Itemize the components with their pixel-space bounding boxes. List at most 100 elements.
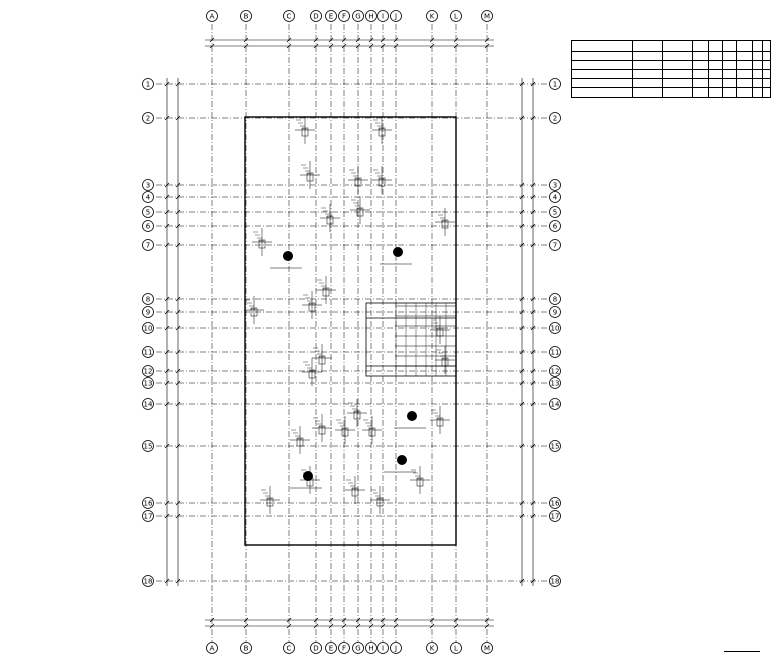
- column-grid-label: L: [454, 13, 458, 21]
- row-grid-bubble: 16: [549, 497, 561, 509]
- row-grid-bubble: 12: [549, 365, 561, 377]
- column-grid-label: H: [368, 13, 373, 21]
- row-grid-bubble: 11: [549, 346, 561, 358]
- dimension-lines: [164, 37, 536, 629]
- column-grid-bubble: K: [426, 642, 438, 654]
- column-grid-label: E: [329, 645, 333, 653]
- legend-table-column-line: [692, 41, 693, 97]
- row-grid-label: 7: [146, 242, 150, 250]
- column-grid-label: C: [287, 645, 292, 653]
- column-grid-label: J: [394, 13, 397, 21]
- row-grid-label: 2: [146, 115, 150, 123]
- legend-table-column-line: [722, 41, 723, 97]
- legend-table-row-line: [572, 78, 770, 79]
- rebar-detail: [302, 291, 322, 319]
- building-outline: [244, 116, 457, 546]
- rebar-detail: [302, 358, 322, 386]
- row-grid-label: 8: [553, 296, 557, 304]
- row-grid-label: 3: [553, 182, 557, 190]
- rebar-detail: [372, 116, 392, 144]
- row-grid-bubble: 18: [142, 575, 154, 587]
- rebar-detail: [335, 416, 355, 444]
- column-grid-label: J: [394, 645, 397, 653]
- row-grid-label: 9: [553, 309, 557, 317]
- row-grid-bubble: 16: [142, 497, 154, 509]
- rebar-detail: [348, 166, 368, 194]
- row-grid-bubble: 5: [142, 206, 154, 218]
- column-grid-label: B: [244, 645, 249, 653]
- row-grid-label: 11: [144, 349, 153, 357]
- rebar-detail: [370, 486, 390, 514]
- rebar-detail: [252, 228, 272, 256]
- column-marker: [407, 411, 417, 421]
- rebar-detail: [295, 116, 315, 144]
- row-grid-bubble: 4: [549, 191, 561, 203]
- column-grid-bubble: D: [310, 10, 322, 22]
- column-grid-label: B: [244, 13, 249, 21]
- row-grid-bubble: 6: [142, 220, 154, 232]
- row-grid-bubble: 6: [549, 220, 561, 232]
- row-grid-bubble: 7: [549, 239, 561, 251]
- row-grid-label: 18: [144, 578, 153, 586]
- row-grid-label: 2: [553, 115, 557, 123]
- row-grid-bubble: 8: [142, 293, 154, 305]
- row-grid-bubble: 5: [549, 206, 561, 218]
- rebar-detail: [244, 296, 264, 324]
- column-grid-bubble: J: [390, 642, 402, 654]
- legend-table-column-line: [632, 41, 633, 97]
- column-grid-label: F: [342, 645, 346, 653]
- row-grid-bubble: 13: [549, 377, 561, 389]
- column-grid-bubble: C: [283, 10, 295, 22]
- column-grid-bubble: K: [426, 10, 438, 22]
- row-grid-bubble: 10: [142, 322, 154, 334]
- row-grid-label: 18: [551, 578, 560, 586]
- legend-table-column-line: [752, 41, 753, 97]
- row-grid-bubble: 4: [142, 191, 154, 203]
- rebar-detail: [320, 204, 340, 232]
- rebar-detail: [312, 344, 332, 372]
- column-grid-bubble: C: [283, 642, 295, 654]
- row-grid-bubble: 10: [549, 322, 561, 334]
- row-grid-bubble: 14: [549, 398, 561, 410]
- row-grid-label: 13: [551, 380, 560, 388]
- rebar-detail: [362, 416, 382, 444]
- column-grid-bubble: H: [365, 642, 377, 654]
- row-grid-label: 14: [144, 401, 153, 409]
- column-grid-bubble: L: [450, 10, 462, 22]
- column-grid-label: K: [430, 645, 435, 653]
- column-grid-label: M: [484, 13, 490, 21]
- row-grid-bubble: 17: [549, 510, 561, 522]
- row-grid-label: 1: [553, 81, 557, 89]
- row-grid-bubble: 9: [549, 306, 561, 318]
- row-grid-label: 10: [144, 325, 153, 333]
- column-grid-bubble: D: [310, 642, 322, 654]
- row-grid-bubble: 1: [549, 78, 561, 90]
- row-grid-bubble: 3: [142, 179, 154, 191]
- rebar-detail: [260, 486, 280, 514]
- row-grid-label: 11: [551, 349, 560, 357]
- column-grid-label: F: [342, 13, 346, 21]
- column-grid-bubble: A: [206, 642, 218, 654]
- column-grid-label: I: [382, 645, 384, 653]
- column-grid-bubble: M: [481, 10, 493, 22]
- column-grid-bubble: L: [450, 642, 462, 654]
- column-grid-label: G: [355, 645, 360, 653]
- row-grid-label: 6: [146, 223, 151, 231]
- rebar-detail: [350, 196, 370, 224]
- row-grid-bubble: 18: [549, 575, 561, 587]
- column-grid-bubble: A: [206, 10, 218, 22]
- row-grid-bubble: 2: [142, 112, 154, 124]
- legend-table-column-line: [708, 41, 709, 97]
- row-grid-bubble: 3: [549, 179, 561, 191]
- row-grid-label: 4: [146, 194, 151, 202]
- rebar-detail: [312, 414, 332, 442]
- row-grid-label: 8: [146, 296, 150, 304]
- legend-table-row-line: [572, 60, 770, 61]
- legend-table-row-line: [572, 69, 770, 70]
- rebar-detail: [290, 426, 310, 454]
- column-grid-bubble: H: [365, 10, 377, 22]
- row-grid-label: 7: [553, 242, 557, 250]
- legend-table-column-line: [736, 41, 737, 97]
